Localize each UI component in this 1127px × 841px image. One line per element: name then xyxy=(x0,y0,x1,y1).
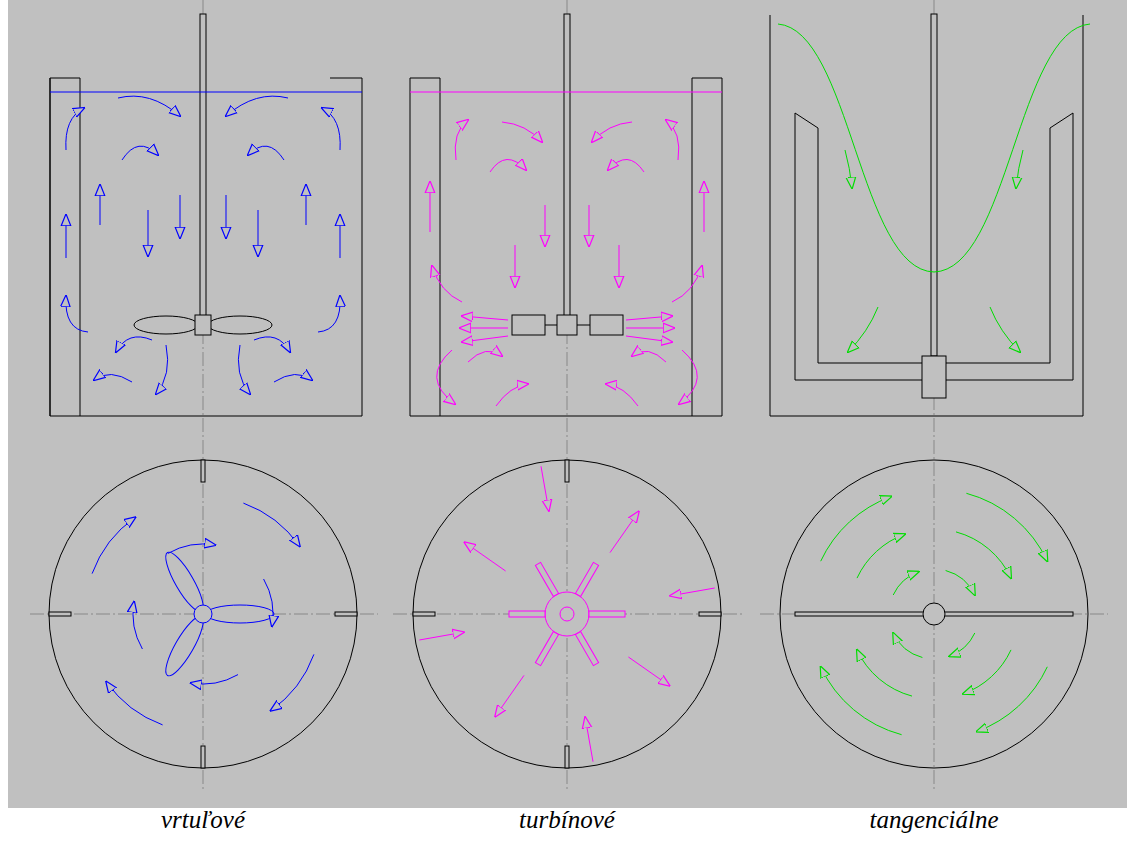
flow-arrow xyxy=(133,602,142,649)
turbine-blade xyxy=(509,611,545,617)
turbine-blade xyxy=(589,611,625,617)
turbine-blade xyxy=(535,562,558,596)
flow-arrow xyxy=(857,650,912,696)
flow-arrow xyxy=(628,657,669,686)
flow-arrow xyxy=(66,96,180,394)
propeller-tank xyxy=(50,14,362,416)
mixer-type-label: vrtuľové xyxy=(161,806,245,834)
flow-arrow xyxy=(168,544,215,553)
flow-arrow xyxy=(845,150,1023,352)
flow-arrow xyxy=(430,120,545,406)
flow-arrow xyxy=(966,493,1047,561)
flow-arrow xyxy=(956,532,1011,578)
anchor-tank xyxy=(770,14,1083,416)
flow-arrow xyxy=(610,512,639,553)
flow-arrow xyxy=(465,542,506,571)
mixer-type-label: tangenciálne xyxy=(869,806,998,834)
flow-arrow xyxy=(541,466,549,510)
flow-arrow xyxy=(106,682,162,725)
turbine-blade xyxy=(535,632,558,666)
turbine-blade xyxy=(575,632,598,666)
flow-arrow xyxy=(191,675,238,684)
turbine-top xyxy=(509,562,625,665)
flow-arrow xyxy=(271,654,314,710)
flow-arrow xyxy=(419,632,463,640)
mixer-type-label: turbínové xyxy=(519,806,615,834)
tank-top-view xyxy=(49,460,1088,768)
propeller-top xyxy=(160,548,274,680)
turbine-blade xyxy=(575,562,598,596)
anchor-top xyxy=(795,603,1073,625)
flow-arrow xyxy=(821,667,902,735)
liquid-surface xyxy=(778,24,1090,272)
flow-arrow xyxy=(670,588,714,596)
flow-arrow xyxy=(946,571,975,596)
flow-arrow xyxy=(977,667,1048,732)
flow-arrow xyxy=(893,633,922,658)
flow-arrow xyxy=(963,650,1011,694)
turbine-tank xyxy=(410,14,722,416)
flow-arrow xyxy=(949,633,974,656)
flow-arrow xyxy=(243,503,299,546)
flow-arrow xyxy=(857,534,905,578)
flow-arrow xyxy=(92,517,135,573)
flow-arrow xyxy=(264,579,273,626)
centre-line xyxy=(30,0,1108,790)
flow-arrow xyxy=(893,572,918,595)
flow-arrow xyxy=(821,497,892,562)
flow-arrow xyxy=(585,717,593,761)
flow-arrow xyxy=(495,675,524,716)
